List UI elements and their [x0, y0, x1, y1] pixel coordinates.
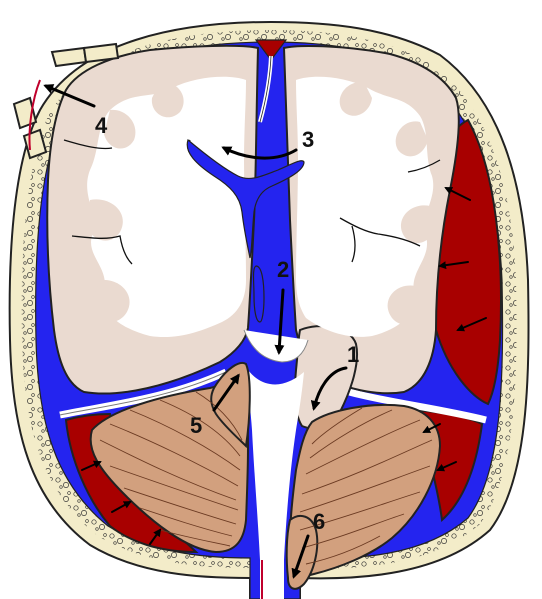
- herniation-arrows: [43, 84, 348, 579]
- ventricles-central: [186, 138, 305, 259]
- pressure-arrows: [81, 187, 487, 545]
- label-4: 4: [95, 113, 108, 138]
- label-6: 6: [313, 509, 325, 534]
- label-1: 1: [347, 342, 359, 367]
- third-ventricle: [252, 265, 265, 323]
- arrow-2: [274, 288, 285, 355]
- vessel-left: [28, 79, 41, 151]
- arrow-1: [310, 366, 348, 411]
- cerebellar-folia-left: [99, 391, 243, 547]
- label-2: 2: [277, 257, 289, 282]
- cerebellum-upward-lobe: [210, 362, 251, 449]
- falx-sinus: [254, 39, 288, 61]
- cerebellum-left: [89, 382, 249, 554]
- tentorium-left-edge: [59, 371, 227, 416]
- brainstem: [244, 364, 304, 599]
- arrow-5: [212, 373, 240, 412]
- sulci: [63, 139, 441, 265]
- label-5: 5: [190, 413, 202, 438]
- gyri-right: [339, 81, 436, 325]
- cerebellar-folia-right: [299, 407, 433, 565]
- arrow-3: [221, 146, 298, 160]
- cerebellum-right: [288, 403, 442, 577]
- label-3: 3: [302, 127, 314, 152]
- arrow-6: [291, 534, 310, 579]
- arrow-4: [43, 84, 96, 108]
- gyri-left: [86, 81, 184, 323]
